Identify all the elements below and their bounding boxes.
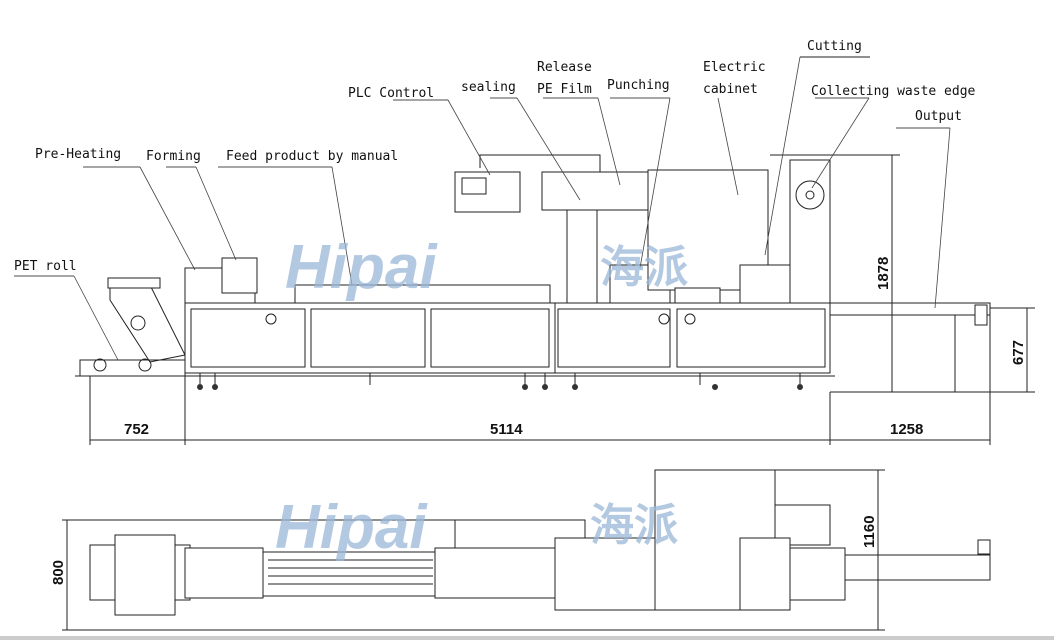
label-pre-heating: Pre-Heating [35, 147, 121, 162]
svg-text:海派: 海派 [590, 500, 678, 551]
label-cabinet: cabinet [703, 82, 758, 97]
length-dimensions: 752 5114 1258 [89, 315, 991, 445]
label-electric: Electric [703, 60, 766, 75]
label-pet-roll: PET roll [14, 259, 77, 274]
dim-height: 1878 [875, 257, 892, 290]
top-view: 800 1160 [50, 469, 991, 631]
label-pe-film: PE Film [537, 82, 592, 97]
dim-machine-length: 5114 [490, 421, 523, 438]
dim-output-height: 677 [1010, 340, 1027, 365]
height-dimension: 1878 [770, 154, 1035, 393]
pet-roll-unit [79, 277, 186, 377]
label-forming: Forming [146, 149, 201, 164]
dim-overall-width: 1160 [861, 515, 878, 548]
watermark-logo-2: Hipai 海派 [275, 493, 678, 562]
label-punching: Punching [607, 78, 670, 93]
main-frame [184, 302, 831, 390]
label-sealing: sealing [461, 80, 516, 95]
dim-width: 800 [50, 560, 67, 585]
label-release: Release [537, 60, 592, 75]
watermark-logo: Hipai 海派 [285, 233, 688, 302]
upper-stations [184, 154, 991, 392]
dim-roll-length: 752 [124, 421, 149, 438]
side-view: 1878 677 752 5114 1258 PET roll Pre-Heat… [14, 39, 1035, 445]
label-plc-control: PLC Control [348, 86, 434, 101]
label-cutting: Cutting [807, 39, 862, 54]
label-collecting-waste-edge: Collecting waste edge [811, 84, 976, 99]
svg-text:Hipai: Hipai [275, 493, 428, 562]
label-output: Output [915, 109, 962, 124]
label-feed-product: Feed product by manual [226, 149, 398, 164]
output-height-dimension: 677 [990, 307, 1035, 392]
dim-output-length: 1258 [890, 421, 923, 438]
callouts: PET roll Pre-Heating Forming Feed produc… [14, 39, 976, 361]
svg-text:Hipai: Hipai [285, 233, 438, 302]
svg-text:海派: 海派 [600, 242, 688, 293]
